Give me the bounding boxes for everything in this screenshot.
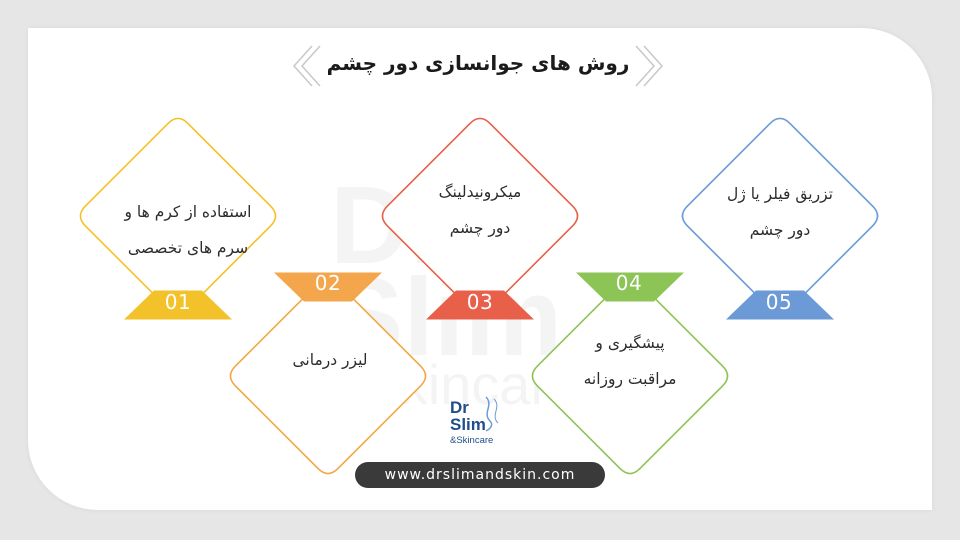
logo-line-2: Slim (450, 415, 486, 434)
diamond-04 (531, 272, 729, 475)
logo-line-1: Dr (450, 398, 469, 417)
logo-line-3: &Skincare (450, 435, 494, 446)
brand-logo: Dr Slim &Skincare (448, 395, 508, 453)
title-banner: روش های جوانسازی دور چشم (292, 44, 664, 88)
website-url[interactable]: www.drslimandskin.com (355, 462, 605, 488)
method-04-number: 04 (615, 271, 643, 295)
method-01-line-2: سرم های تخصصی (127, 239, 249, 257)
number-tab-05 (726, 290, 834, 320)
method-02-text: لیزر درمانی (230, 342, 430, 378)
method-03-number: 03 (466, 290, 494, 314)
method-04-text: پیشگیری و مراقبت روزانه (530, 325, 730, 397)
method-05-text: تزریق فیلر یا ژل دور چشم (680, 176, 880, 248)
method-02-number: 02 (314, 271, 342, 295)
method-03-line-1: میکرونیدلینگ (438, 183, 522, 201)
diamond-01 (79, 117, 277, 320)
logo-swirl-icon (485, 396, 499, 432)
method-04-line-1: پیشگیری و (595, 334, 665, 352)
method-02-line-1: لیزر درمانی (292, 351, 368, 369)
method-05-line-2: دور چشم (749, 221, 811, 239)
diamond-03 (381, 117, 579, 320)
method-01-number: 01 (164, 290, 192, 314)
method-05-line-1: تزریق فیلر یا ژل (727, 185, 833, 203)
number-tab-03 (426, 290, 534, 320)
method-01-line-1: استفاده از کرم ها و (124, 203, 252, 221)
method-03-line-2: دور چشم (449, 219, 511, 237)
method-01-text: استفاده از کرم ها و سرم های تخصصی (88, 194, 288, 266)
diamond-02 (229, 272, 427, 475)
method-03-text: میکرونیدلینگ دور چشم (380, 174, 580, 246)
chevron-left-icon (292, 45, 321, 87)
chevron-right-icon (635, 45, 664, 87)
number-tab-01 (124, 290, 232, 320)
number-tab-02 (274, 272, 382, 302)
number-tab-04 (576, 272, 684, 302)
method-05-number: 05 (765, 290, 793, 314)
diamond-05 (681, 117, 879, 320)
method-04-line-2: مراقبت روزانه (583, 370, 677, 388)
page-title: روش های جوانسازی دور چشم (326, 51, 630, 75)
